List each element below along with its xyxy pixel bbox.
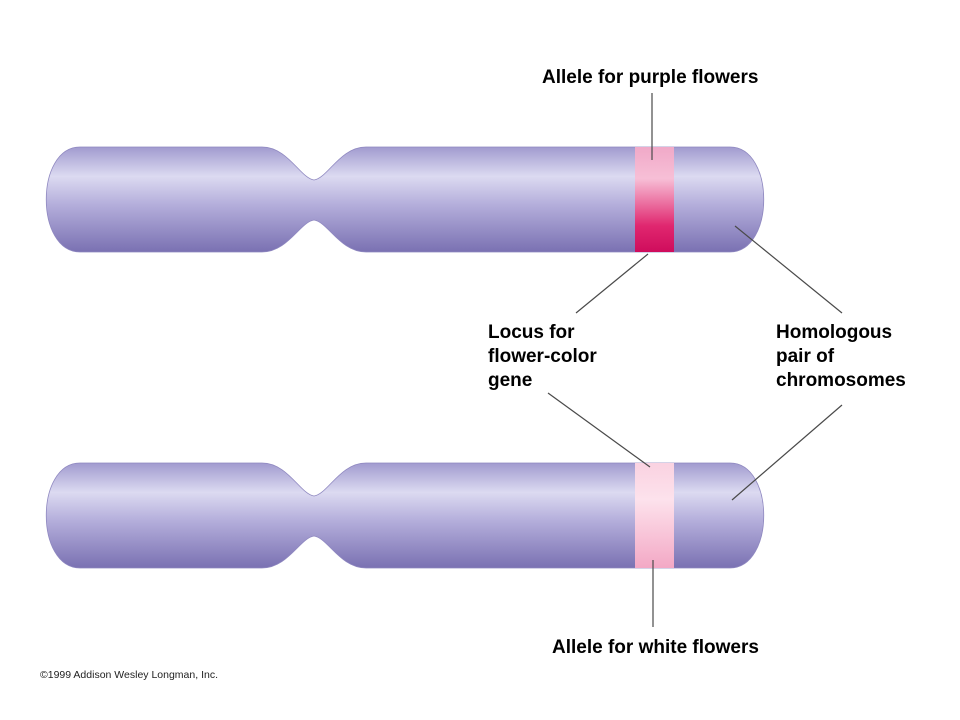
label-homologous: Homologous pair of chromosomes [776, 322, 906, 391]
chromosome-bottom [45, 462, 765, 569]
label-locus-line-2: flower-color [488, 346, 597, 367]
white-allele-band [635, 463, 674, 568]
leader-locus-top [575, 253, 649, 314]
copyright-notice: ©1999 Addison Wesley Longman, Inc. [40, 669, 218, 681]
chromosome-bottom-body [45, 462, 765, 569]
leader-homologous-top [734, 225, 843, 314]
label-locus-line-3: gene [488, 370, 532, 391]
label-homologous-line-2: pair of [776, 346, 835, 367]
chromosome-top-body [45, 146, 765, 253]
label-locus-line-1: Locus for [488, 322, 575, 343]
leader-locus-bottom [547, 392, 651, 468]
label-homologous-line-1: Homologous [776, 322, 892, 343]
label-purple-allele: Allele for purple flowers [542, 67, 758, 88]
label-white-allele: Allele for white flowers [552, 637, 759, 658]
leader-homologous-bottom [731, 404, 843, 501]
chromosome-top [45, 146, 765, 253]
label-homologous-line-3: chromosomes [776, 370, 906, 391]
purple-allele-band [635, 147, 674, 252]
label-locus: Locus for flower-color gene [488, 322, 602, 391]
